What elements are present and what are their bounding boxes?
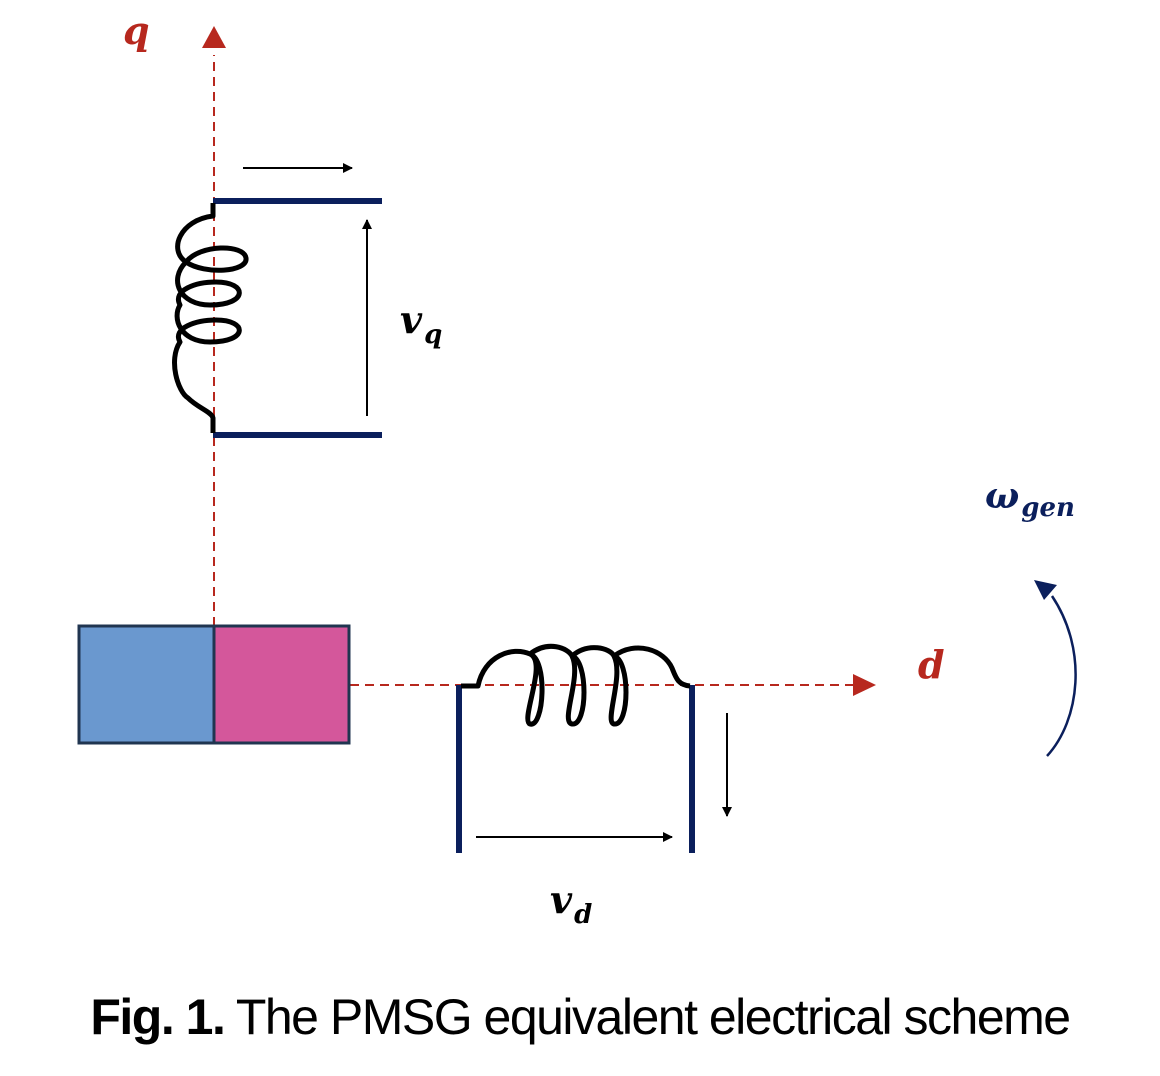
q-axis-label: q — [123, 8, 150, 53]
rotation-arrowhead — [1034, 580, 1057, 600]
vd-label: vd — [550, 877, 592, 930]
q-winding — [172, 163, 382, 438]
rotor-north-pole — [212, 624, 351, 745]
d-axis — [350, 674, 876, 696]
pmsg-diagram: q d vq vd ωgen — [77, 8, 1077, 930]
vq-label: vq — [400, 297, 442, 350]
figure-caption: Fig. 1. The PMSG equivalent electrical s… — [0, 988, 1160, 1046]
omega-gen-label: ωgen — [985, 475, 1075, 523]
d-winding — [456, 643, 732, 853]
rotor-south-pole — [77, 624, 216, 745]
rotation-arrow — [1034, 580, 1077, 757]
q-coil — [172, 203, 249, 433]
q-axis-arrowhead — [202, 26, 226, 48]
q-axis — [202, 26, 226, 626]
figure-caption-lead: Fig. 1. — [90, 989, 225, 1045]
d-coil — [461, 643, 691, 727]
d-axis-label: d — [918, 642, 945, 687]
d-axis-arrowhead — [853, 674, 876, 696]
rotor-magnet — [77, 624, 351, 745]
rotation-arc — [1046, 595, 1077, 757]
figure-caption-text: The PMSG equivalent electrical scheme — [224, 989, 1071, 1045]
